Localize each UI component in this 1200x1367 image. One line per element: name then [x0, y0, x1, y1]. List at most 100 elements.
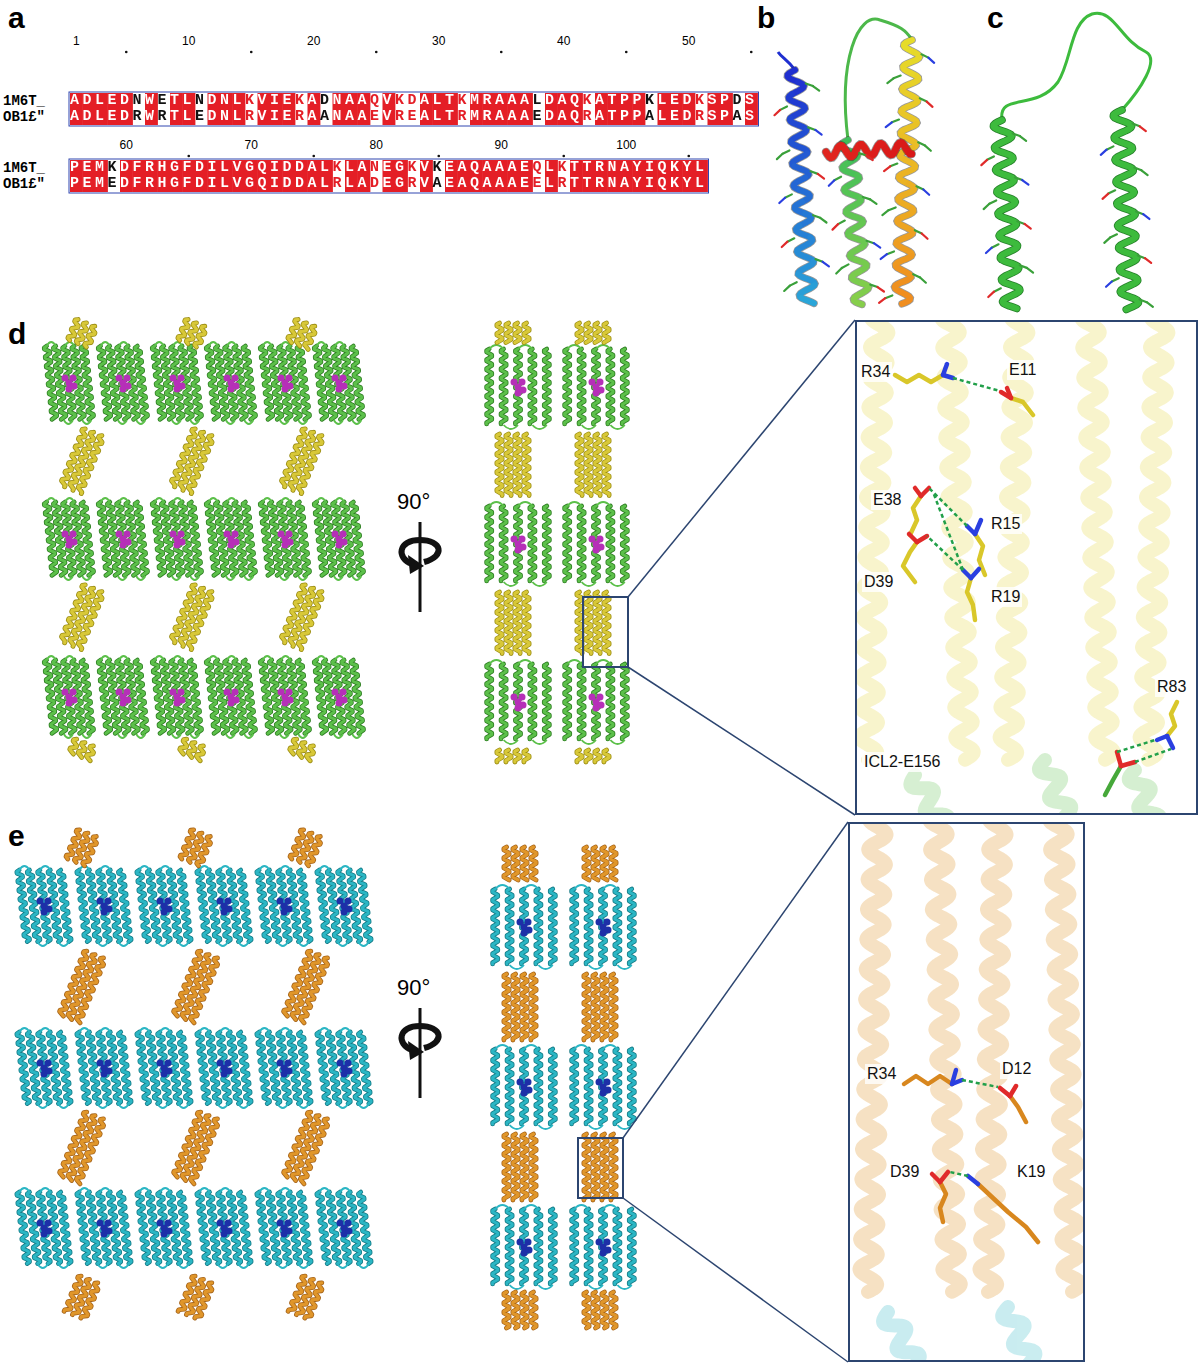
crystal-lattice	[287, 697, 294, 704]
crystal-lattice	[487, 664, 492, 739]
crystal-lattice	[135, 502, 148, 575]
crystal-lattice	[531, 974, 536, 1040]
crystal-lattice	[519, 694, 526, 701]
helix-cartoon	[823, 262, 829, 267]
crystal-lattice	[608, 349, 613, 424]
crystal-lattice	[617, 1285, 631, 1289]
crystal-lattice	[106, 1068, 113, 1075]
residue-stick	[940, 1182, 946, 1222]
crystal-lattice	[97, 898, 104, 905]
residue-stick	[1121, 762, 1135, 766]
crystal-lattice	[530, 349, 535, 424]
crystal-lattice	[170, 689, 177, 696]
crystal-lattice	[306, 746, 313, 761]
helix-cartoon	[1002, 13, 1151, 120]
crystal-lattice	[160, 1188, 170, 1192]
crystal-lattice	[158, 1104, 168, 1108]
crystal-lattice	[629, 1049, 634, 1124]
crystal-lattice	[224, 375, 231, 382]
crystal-lattice	[506, 434, 511, 496]
crystal-lattice	[238, 1192, 251, 1264]
crystal-lattice	[345, 1220, 352, 1227]
crystal-lattice	[604, 592, 609, 654]
crystal-lattice	[78, 743, 85, 758]
helix-cartoon	[1017, 221, 1024, 224]
crystal-lattice	[513, 847, 518, 880]
crystal-lattice	[596, 502, 610, 506]
helix-cartoon	[870, 199, 876, 203]
crystal-lattice	[572, 889, 577, 964]
residue-stick	[910, 496, 921, 535]
residue-number: 30	[432, 34, 445, 48]
residue-label: R15	[989, 514, 1022, 534]
crystal-lattice	[602, 1134, 607, 1200]
residue-number: 100	[616, 138, 636, 152]
crystal-lattice	[596, 1239, 603, 1246]
crystal-lattice	[78, 436, 102, 494]
crystal-lattice	[100, 1028, 110, 1032]
crystal-lattice	[170, 531, 177, 538]
zoom-marker	[578, 320, 855, 1362]
crystal-lattice	[513, 974, 518, 1040]
crystal-lattice	[286, 531, 293, 538]
sequence-row: ADLEDRWRTLEDNLRVIERAANAAEVREALTRMRAAAEDA…	[70, 109, 758, 125]
residue-number: 60	[120, 138, 133, 152]
crystal-lattice	[544, 506, 549, 581]
crystal-lattice	[82, 576, 91, 580]
crystal-lattice	[135, 502, 148, 575]
crystal-lattice	[232, 689, 239, 696]
crystal-lattice	[82, 420, 91, 424]
crystal-lattice	[513, 1292, 518, 1328]
crystal-lattice	[226, 1228, 233, 1235]
crystal-lattice	[603, 885, 617, 889]
crystal-lattice	[165, 1220, 172, 1227]
crystal-lattice	[501, 349, 506, 424]
crystal-lattice	[510, 965, 524, 969]
helix-cartoon	[815, 259, 822, 262]
crystal-lattice	[290, 739, 297, 754]
crystal-lattice	[243, 660, 256, 733]
crystal-lattice	[629, 889, 634, 964]
crystal-lattice	[105, 1220, 112, 1227]
crystal-lattice	[85, 326, 95, 347]
crystal-lattice	[629, 1209, 634, 1284]
crystal-lattice	[504, 582, 518, 586]
crystal-lattice	[97, 1060, 104, 1067]
faded-helix	[1002, 1307, 1035, 1362]
helix-cartoon	[913, 274, 920, 277]
crystal-lattice	[195, 1283, 212, 1318]
crystal-lattice	[586, 434, 591, 496]
crystal-lattice	[604, 592, 609, 654]
crystal-lattice	[604, 750, 609, 762]
crystal-lattice	[584, 974, 589, 1040]
crystal-lattice	[595, 750, 600, 762]
crystal-lattice	[172, 576, 181, 580]
crystal-lattice	[71, 697, 78, 704]
crystal-lattice	[319, 1028, 329, 1032]
crystal-lattice	[98, 1264, 108, 1268]
crystal-lattice	[615, 889, 620, 964]
crystal-lattice	[178, 942, 188, 946]
crystal-lattice	[76, 323, 86, 344]
crystal-lattice	[531, 974, 536, 1040]
panel-letter: a	[8, 2, 25, 34]
crystal-lattice	[515, 664, 520, 739]
residue-stick	[953, 378, 1000, 391]
crystal-lattice	[497, 434, 502, 496]
crystal-lattice	[522, 1292, 527, 1328]
crystal-lattice	[37, 898, 44, 905]
crystal-lattice	[190, 958, 217, 1023]
ruler-dots	[312, 155, 315, 158]
crystal-lattice	[504, 974, 509, 1040]
sequence-row: ADLEDNWETLNDNLKVIEKADNAAQVKDALTKMRAAALDA…	[70, 93, 758, 109]
crystal-lattice	[105, 898, 112, 905]
crystal-lattice	[358, 870, 371, 942]
crystal-lattice	[550, 1049, 555, 1124]
helix-cartoon	[993, 120, 1019, 308]
crystal-lattice	[582, 425, 596, 429]
crystal-lattice	[297, 660, 310, 733]
residue-stick	[895, 364, 1177, 795]
crystal-lattice	[37, 1060, 44, 1067]
crystal-lattice	[298, 734, 307, 738]
residue-label: D39	[862, 572, 895, 592]
